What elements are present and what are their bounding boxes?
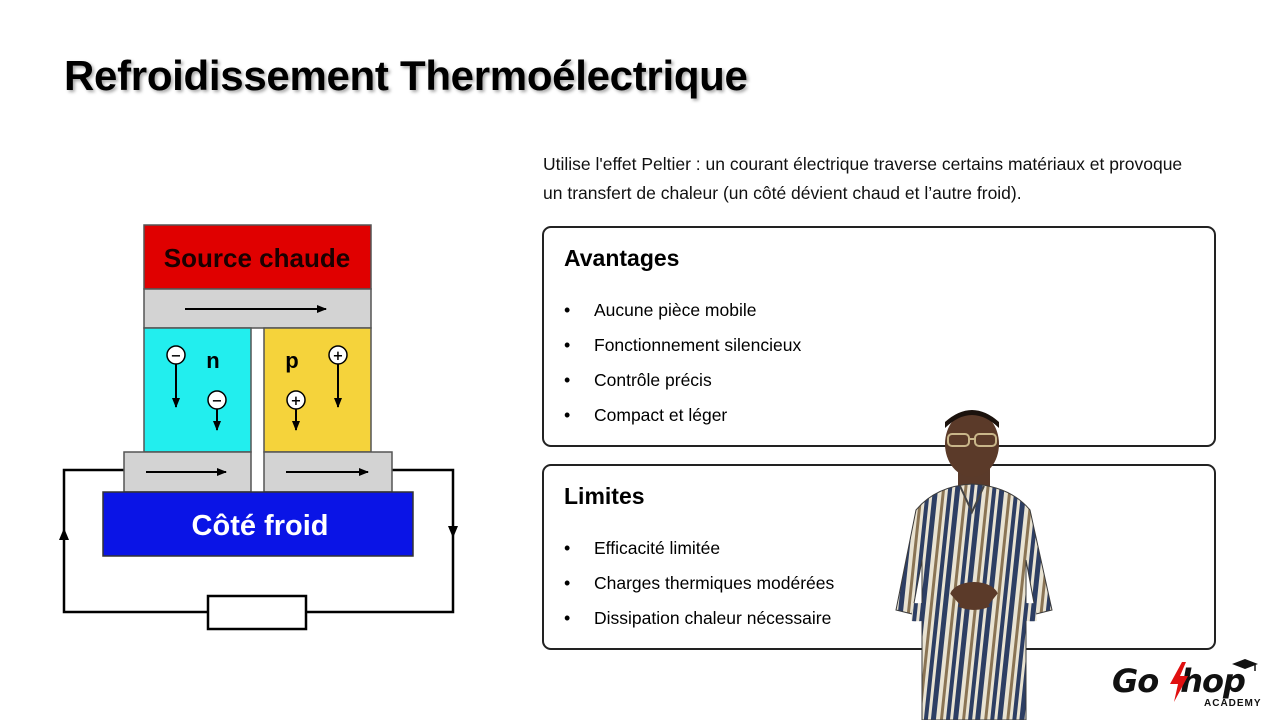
resistor xyxy=(208,596,306,629)
p-label: p xyxy=(285,348,298,373)
lightning-bolt-icon xyxy=(1168,662,1190,702)
presenter-figure xyxy=(876,400,1076,720)
logo-subtitle: ACADEMY xyxy=(1204,698,1262,709)
svg-text:−: − xyxy=(171,349,182,364)
svg-text:+: + xyxy=(291,394,302,409)
n-type-block xyxy=(144,328,251,452)
graduation-cap-icon xyxy=(1230,658,1260,672)
wire-arrow-up xyxy=(59,528,69,540)
wire-arrow-down xyxy=(448,526,458,538)
svg-text:+: + xyxy=(333,349,344,364)
cold-side-label: Côté froid xyxy=(192,510,329,542)
hot-source-label: Source chaude xyxy=(164,243,350,273)
svg-text:−: − xyxy=(212,394,223,409)
p-type-block xyxy=(264,328,371,452)
n-label: n xyxy=(206,348,219,373)
